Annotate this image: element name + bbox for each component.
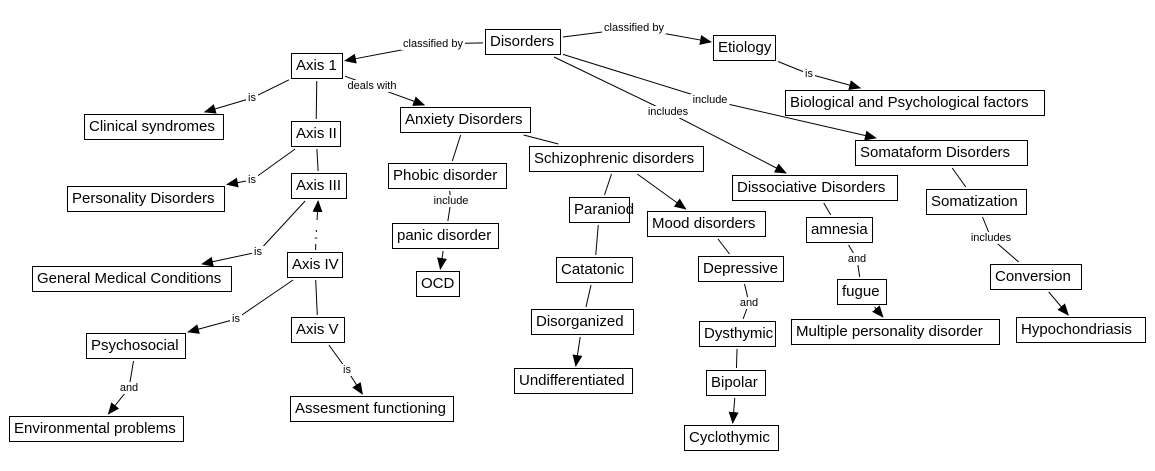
concept-catatonic[interactable]: Catatonic bbox=[556, 257, 633, 283]
link-axis4-axis5 bbox=[315, 279, 318, 316]
link-dysthymic-bipolar bbox=[735, 348, 738, 369]
link-disorders-dissociative bbox=[667, 111, 787, 174]
link-label: classified by bbox=[401, 38, 465, 50]
concept-disorders[interactable]: Disorders bbox=[485, 29, 561, 55]
concept-depressive[interactable]: Depressive bbox=[698, 256, 784, 282]
link-label: deals with bbox=[345, 80, 399, 92]
concept-undiff[interactable]: Undifferentiated bbox=[514, 368, 633, 394]
concept-hypo[interactable]: Hypochondriasis bbox=[1016, 317, 1146, 343]
link-paraniod-catatonic bbox=[595, 224, 599, 256]
link-dissociative-amnesia bbox=[823, 202, 832, 216]
concept-conversion[interactable]: Conversion bbox=[990, 264, 1082, 290]
link-schizo-mood bbox=[636, 173, 687, 210]
link-label: includes bbox=[968, 232, 1014, 244]
link-disorders-somataform bbox=[709, 99, 877, 141]
link-disorganized-undiff bbox=[572, 336, 583, 367]
link-label: and bbox=[117, 382, 141, 394]
link-label: and bbox=[737, 297, 761, 309]
concept-fugue[interactable]: fugue bbox=[837, 279, 887, 305]
concept-axis5[interactable]: Axis V bbox=[291, 317, 345, 343]
link-label: is bbox=[341, 364, 353, 376]
concept-gmc[interactable]: General Medical Conditions bbox=[32, 266, 232, 292]
concept-anxiety[interactable]: Anxiety Disorders bbox=[400, 107, 531, 133]
concept-axis3[interactable]: Axis III bbox=[291, 173, 347, 199]
link-axis1-axis2 bbox=[315, 80, 318, 120]
link-axis3-gmc bbox=[201, 251, 259, 267]
link-disorders-somataform bbox=[562, 53, 711, 101]
concept-disorganized[interactable]: Disorganized bbox=[531, 309, 634, 335]
link-label: classified by bbox=[602, 22, 666, 34]
link-axis1-clinical bbox=[203, 97, 253, 114]
link-disorders-dissociative bbox=[553, 56, 669, 113]
concept-ocd[interactable]: OCD bbox=[416, 271, 460, 297]
concept-panic[interactable]: panic disorder bbox=[392, 223, 499, 249]
link-somataform-somatization bbox=[951, 167, 967, 188]
concept-somataform[interactable]: Somataform Disorders bbox=[855, 140, 1028, 166]
link-label: is bbox=[246, 92, 258, 104]
concept-amnesia[interactable]: amnesia bbox=[806, 217, 873, 243]
concept-axis2[interactable]: Axis II bbox=[291, 121, 341, 147]
link-label: is bbox=[252, 246, 264, 258]
link-anxiety-schizo bbox=[523, 134, 559, 145]
concept-bio[interactable]: Biological and Psychological factors bbox=[785, 90, 1045, 116]
concept-mood[interactable]: Mood disorders bbox=[647, 211, 766, 237]
link-label: and bbox=[845, 253, 869, 265]
concept-axis4[interactable]: Axis IV bbox=[287, 252, 343, 278]
link-panic-ocd bbox=[437, 250, 447, 270]
link-axis4-psychosocial bbox=[235, 279, 294, 320]
link-label: includes bbox=[645, 106, 691, 118]
link-bipolar-cyclothymic bbox=[728, 397, 739, 424]
concept-multiple[interactable]: Multiple personality disorder bbox=[791, 319, 1000, 345]
concept-environmental[interactable]: Environmental problems bbox=[9, 416, 184, 442]
link-label: is bbox=[230, 313, 242, 325]
link-axis4-axis3 bbox=[312, 200, 323, 239]
link-label: include bbox=[690, 94, 730, 106]
link-conversion-hypo bbox=[1048, 291, 1069, 316]
concept-schizo[interactable]: Schizophrenic disorders bbox=[529, 146, 704, 172]
concept-dysthymic[interactable]: Dysthymic bbox=[699, 321, 776, 347]
link-axis1-clinical bbox=[251, 79, 290, 99]
link-axis4-psychosocial bbox=[187, 318, 237, 334]
concept-somatization[interactable]: Somatization bbox=[926, 189, 1027, 215]
concept-etiology[interactable]: Etiology bbox=[713, 35, 776, 61]
concept-axis1[interactable]: Axis 1 bbox=[291, 53, 343, 79]
link-label: - bbox=[312, 232, 320, 244]
concept-assesment[interactable]: Assesment functioning bbox=[290, 396, 454, 422]
link-label: is bbox=[246, 174, 258, 186]
concept-bipolar[interactable]: Bipolar bbox=[706, 370, 766, 396]
concept-paraniod[interactable]: Paraniod bbox=[569, 197, 634, 223]
link-fugue-multiple bbox=[872, 305, 884, 318]
link-mood-depressive bbox=[717, 238, 730, 255]
link-schizo-paraniod bbox=[604, 173, 612, 196]
concept-clinical[interactable]: Clinical syndromes bbox=[84, 114, 224, 140]
link-anxiety-phobic bbox=[451, 134, 462, 162]
link-axis3-gmc bbox=[257, 200, 306, 253]
link-label: is bbox=[803, 68, 815, 80]
link-label: include bbox=[431, 195, 471, 207]
link-axis2-axis3 bbox=[316, 148, 319, 172]
concept-dissociative[interactable]: Dissociative Disorders bbox=[732, 175, 898, 201]
concept-phobic[interactable]: Phobic disorder bbox=[388, 163, 507, 189]
link-axis2-personality bbox=[251, 148, 296, 181]
link-etiology-bio bbox=[808, 73, 862, 90]
concept-psychosocial[interactable]: Psychosocial bbox=[86, 333, 186, 359]
concept-cyclothymic[interactable]: Cyclothymic bbox=[684, 425, 779, 451]
concept-personality[interactable]: Personality Disorders bbox=[67, 186, 225, 212]
link-catatonic-disorganized bbox=[585, 284, 592, 308]
